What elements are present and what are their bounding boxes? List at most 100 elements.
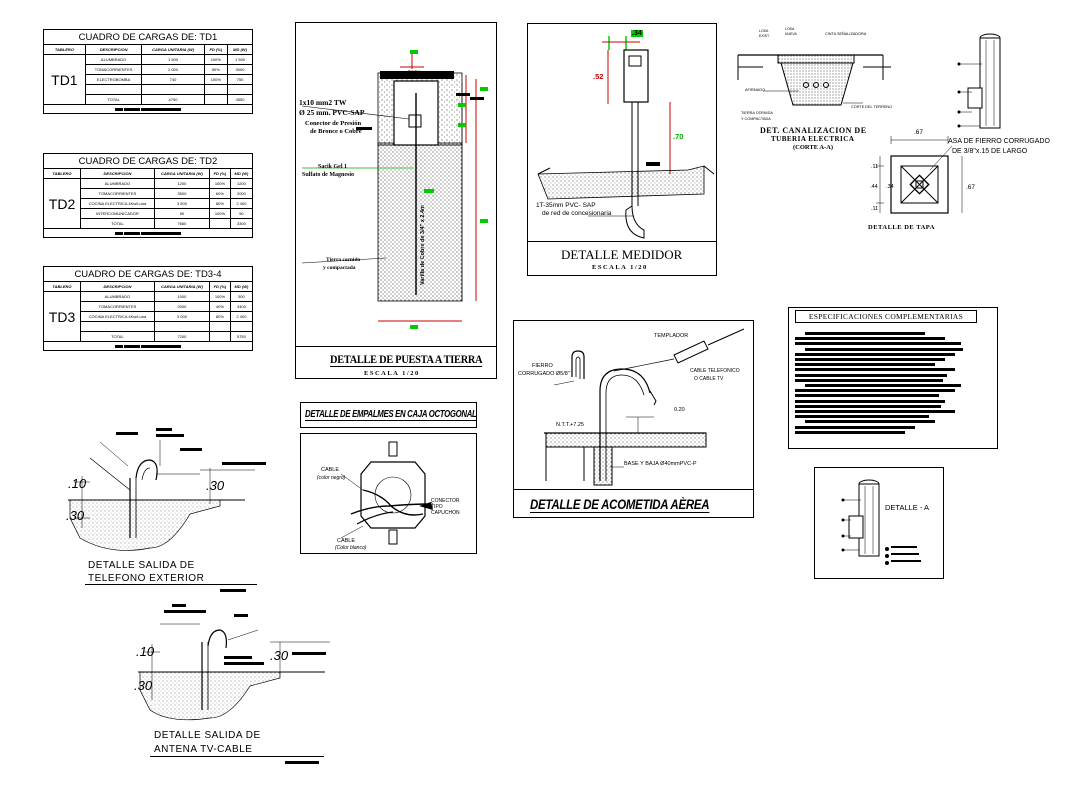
tapa-title: DETALLE DE TAPA bbox=[868, 224, 935, 231]
canal-label-losa-4: NUEVA bbox=[785, 32, 797, 36]
load-table-cell bbox=[203, 94, 229, 105]
acometida-title: DETALLE DE ACOMETIDA AÈREA bbox=[530, 497, 710, 513]
load-table-footer bbox=[43, 228, 253, 238]
load-table-cell: 50% bbox=[203, 64, 229, 75]
spec-line bbox=[795, 415, 929, 419]
antena-tag-4 bbox=[224, 656, 252, 659]
load-table-header: CARGA UNITARIA (W) bbox=[153, 168, 211, 179]
tapa-leader bbox=[929, 145, 953, 171]
puesta-tierra-drawing: Varilla de Cobre de 3/4" x 2.4m bbox=[301, 50, 488, 329]
antena-dim-10: .10 bbox=[136, 644, 155, 659]
load-table-header: FD (%) bbox=[209, 168, 231, 179]
empalmes-drawing bbox=[340, 441, 434, 545]
canal-title-3: (CORTE A-A) bbox=[793, 144, 834, 151]
pt-label-sal-2: Sulfato de Magnesio bbox=[302, 172, 355, 178]
load-table-cell: TOTAL bbox=[84, 94, 143, 105]
load-table-cell: COCINA ELECTRICA 4Kw/Luna bbox=[80, 198, 155, 209]
load-table-cell: 60% bbox=[209, 188, 231, 199]
load-table-cell: 500 bbox=[229, 291, 254, 302]
load-table-header: TABLERO bbox=[43, 44, 86, 55]
acometida-label-ntt: N.T.T.+7.25 bbox=[556, 422, 584, 428]
conduit-pole-top bbox=[957, 33, 1001, 129]
load-table-header: TABLERO bbox=[42, 281, 82, 292]
telefono-dim-10: .10 bbox=[68, 476, 87, 491]
spec-line bbox=[795, 410, 955, 413]
canal-label-losa-2: EXIST. bbox=[759, 34, 770, 38]
load-table-cell bbox=[209, 331, 231, 342]
canalizacion-drawing bbox=[737, 54, 891, 106]
load-table-cell bbox=[203, 84, 229, 95]
spec-line bbox=[795, 425, 915, 429]
load-table-cell: 1200 bbox=[229, 178, 254, 189]
load-table-cell: TOMACORRIENTES bbox=[80, 188, 155, 199]
load-table-cell: 100% bbox=[209, 178, 231, 189]
tapa-note-1: ASA DE FIERRO CORRUGADO bbox=[948, 138, 1050, 145]
pt-label-connector-1: Conector de Presión bbox=[305, 120, 362, 127]
antena-title-rule bbox=[150, 756, 324, 757]
load-table-cell: 100% bbox=[209, 291, 231, 302]
acometida-label-fierro-2: CORRUGADO Ø5/8" bbox=[518, 371, 570, 377]
pt-label-cable: 1x10 mm2 TW bbox=[299, 98, 347, 107]
medidor-panel: .34 .52 .70 1T-35mm PVC- SAP de red de c… bbox=[527, 23, 717, 276]
antena-tag-6 bbox=[292, 652, 326, 655]
pt-label-tierra-2: y compactada bbox=[323, 265, 356, 271]
detalle-a-panel: DETALLE - A bbox=[814, 467, 944, 579]
load-table-cell: 1200 bbox=[153, 178, 211, 189]
telefono-tag-3 bbox=[156, 434, 184, 437]
medidor-drawing bbox=[537, 36, 715, 239]
pt-label-pipe: Ø 25 mm. PVC-SAP bbox=[299, 108, 365, 117]
load-table-cell: 750 bbox=[227, 74, 253, 85]
load-table-cell bbox=[153, 321, 211, 332]
load-table-cell: 7200 bbox=[153, 331, 211, 342]
load-table-cell: 2 400 bbox=[229, 198, 254, 209]
load-table-cell: 100% bbox=[203, 54, 229, 65]
antena-tag-3 bbox=[234, 614, 248, 617]
load-table-cell: 1 500 bbox=[141, 54, 205, 65]
medidor-title: DETALLE MEDIDOR bbox=[561, 247, 683, 262]
load-table-cell: 4750 bbox=[141, 94, 205, 105]
load-table-cell: 3300 bbox=[229, 218, 254, 229]
acometida-title-rule bbox=[514, 489, 753, 490]
load-table-cell: ALUMBRADO bbox=[84, 54, 143, 65]
medidor-dim-side: .52 bbox=[593, 72, 604, 81]
empalmes-label-cable-2b: (Color blanco) bbox=[335, 545, 367, 551]
empalmes-label-conector-3: CAPUCHON bbox=[431, 510, 460, 516]
load-table-cell: 3400 bbox=[229, 301, 254, 312]
canal-label-losa-1: LOSA bbox=[759, 29, 769, 33]
load-table-cell: ELECTROBOMBA bbox=[84, 74, 143, 85]
load-table-footer bbox=[43, 104, 253, 114]
load-table-cell: 5750 bbox=[229, 331, 254, 342]
spec-line bbox=[795, 373, 947, 377]
medidor-title-rule bbox=[528, 241, 716, 242]
acometida-label-dim: 0.20 bbox=[674, 407, 685, 413]
empalmes-panel: CABLE (color negro) CONECTOR TIPO CAPUCH… bbox=[300, 433, 477, 554]
telefono-title-2: TELEFONO EXTERIOR bbox=[88, 573, 205, 584]
spec-line bbox=[795, 389, 955, 393]
tapa-dim-right: .67 bbox=[966, 184, 976, 191]
load-table-board: TD1 bbox=[43, 54, 86, 105]
load-table-cell: 40% bbox=[209, 301, 231, 312]
acometida-label-cable-2: O CABLE TV bbox=[694, 376, 724, 382]
load-table-cell: ALUMBRADO bbox=[80, 178, 155, 189]
acometida-label-base: BASE Y BAJA Ø40mmPVC-P bbox=[624, 461, 697, 467]
canal-label-afirmado: AFIRMADO bbox=[745, 88, 766, 92]
spec-line bbox=[805, 347, 963, 351]
spec-line bbox=[805, 384, 961, 387]
load-table-header: DESCRIPCION bbox=[80, 168, 155, 179]
load-table-title: CUADRO DE CARGAS DE: TD3-4 bbox=[43, 266, 253, 282]
telefono-drawing bbox=[68, 440, 255, 551]
spec-line bbox=[795, 342, 961, 346]
spec-line bbox=[795, 368, 955, 372]
antena-drawing bbox=[138, 623, 330, 721]
load-table-cell: 3500 bbox=[153, 188, 211, 199]
telefono-detail: .10 .30 .30 DETALLE SALIDA DE TELEFONO E… bbox=[60, 418, 270, 593]
empalmes-label-cable-2: CABLE bbox=[337, 538, 356, 544]
antena-title-2: ANTENA TV-CABLE bbox=[154, 744, 253, 755]
telefono-tag-2 bbox=[156, 428, 172, 431]
